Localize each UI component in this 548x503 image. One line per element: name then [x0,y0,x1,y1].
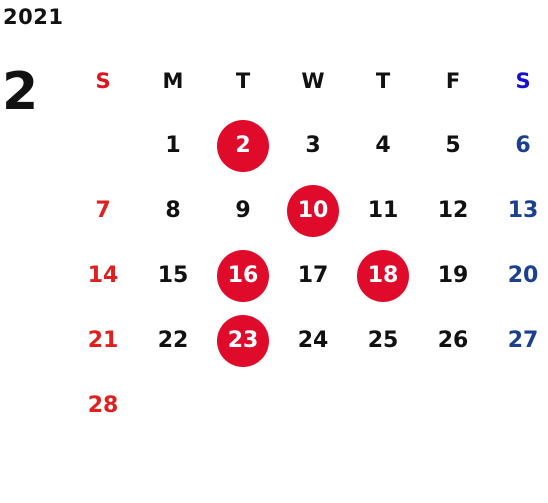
day-cell: 10 [278,178,348,243]
day-cell: 16 [208,243,278,308]
day-cell: 11 [367,198,399,223]
day-cell: 12 [437,198,469,223]
year-label: 2021 [3,5,64,29]
marked-day-circle [357,249,409,302]
day-cell: 8 [165,198,181,223]
day-cell: 22 [157,328,189,353]
weekday-header-wed: W [301,68,325,93]
day-cell: 17 [297,263,329,288]
day-cell: 14 [87,263,119,288]
day-cell: 4 [375,133,391,158]
weekday-header-thu: T [375,68,391,93]
day-cell: 19 [437,263,469,288]
day-cell [68,113,138,178]
day-cell: 15 [157,263,189,288]
day-cell: 23 [208,308,278,373]
day-cell: 25 [367,328,399,353]
day-cell: 20 [507,263,539,288]
day-cell: 28 [87,393,119,418]
day-cell: 9 [235,198,251,223]
marked-day-circle [217,249,269,302]
day-cell: 5 [445,133,461,158]
marked-day-circle [287,184,339,237]
day-cell: 18 [348,243,418,308]
day-cell: 7 [95,198,111,223]
day-cell: 27 [507,328,539,353]
marked-day-circle [217,119,269,172]
day-cell: 3 [305,133,321,158]
weekday-header-sat: S [515,68,531,93]
weekday-header-sun: S [95,68,111,93]
day-cell: 13 [507,198,539,223]
weekday-header-fri: F [445,68,461,93]
day-cell: 2 [208,113,278,178]
day-cell: 21 [87,328,119,353]
day-cell: 1 [165,133,181,158]
marked-day-circle [217,314,269,367]
day-cell: 26 [437,328,469,353]
calendar-grid: S M T W T F S 1 2 3 4 5 6 7 8 9 10 11 12… [68,48,548,438]
weekday-header-tue: T [235,68,251,93]
day-cell: 6 [515,133,531,158]
weekday-header-mon: M [162,68,184,93]
day-cell: 24 [297,328,329,353]
month-number: 2 [2,62,39,122]
